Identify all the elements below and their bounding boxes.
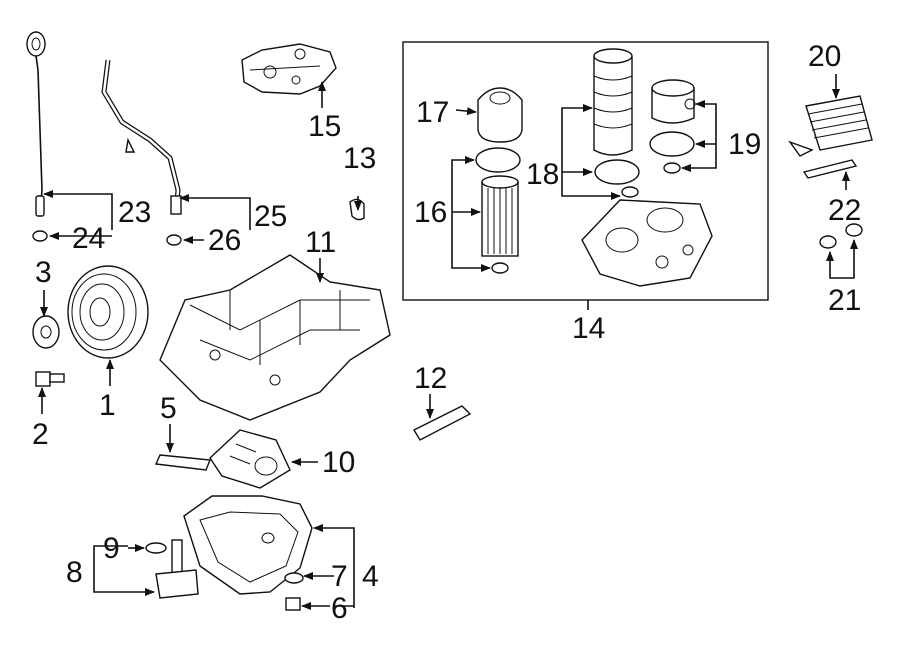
leader-lines	[38, 74, 858, 610]
callout-26: 26	[208, 224, 241, 257]
callout-13: 13	[343, 142, 376, 175]
o-ring-21b-part	[845, 223, 863, 237]
callout-4: 4	[362, 560, 379, 593]
callout-5: 5	[160, 392, 177, 425]
callout-10: 10	[322, 446, 355, 479]
dipstick-tube-part	[101, 59, 182, 215]
callout-19: 19	[728, 128, 761, 161]
bolt-2-part	[35, 371, 65, 387]
o-ring-26-part	[166, 234, 182, 246]
drain-plug-6-part	[285, 597, 301, 611]
o-ring-18b-part	[621, 186, 639, 198]
callout-6: 6	[331, 592, 348, 625]
filter-housing-group-box	[402, 41, 769, 301]
upper-oil-pan-part	[159, 254, 391, 421]
sealant-5-part	[154, 454, 211, 471]
callout-9: 9	[103, 532, 120, 565]
callout-15: 15	[308, 110, 341, 143]
o-ring-16b-part	[491, 262, 509, 274]
baffle-part	[209, 429, 291, 489]
oil-level-sensor-part	[155, 539, 199, 599]
cover-part	[241, 43, 337, 95]
dipstick-part	[26, 31, 46, 217]
callout-23: 23	[118, 196, 151, 229]
callout-21: 21	[828, 284, 861, 317]
washer-7-part	[284, 572, 304, 584]
callout-18: 18	[526, 158, 559, 191]
callout-1: 1	[99, 389, 116, 422]
valve-19-part	[651, 79, 696, 124]
filter-cap-part	[477, 87, 523, 143]
fitting-13-part	[349, 198, 365, 221]
pulley-part	[67, 265, 149, 359]
o-ring-9-part	[145, 542, 167, 554]
cylinder-18-part	[593, 48, 633, 156]
callout-labels: 1 2 3 4 5 6 7 8 9 10 11 12 13 14 15 16 1…	[32, 40, 861, 625]
callout-2: 2	[32, 418, 49, 451]
washer-3-part	[32, 315, 60, 349]
o-ring-24-part	[32, 230, 48, 242]
callout-24: 24	[72, 222, 105, 255]
callout-8: 8	[66, 556, 83, 589]
o-ring-19a-part	[649, 131, 695, 157]
lower-oil-pan-part	[183, 495, 313, 595]
o-ring-21a-part	[819, 235, 837, 249]
gasket-22-part	[802, 159, 858, 179]
filter-housing-body-part	[581, 199, 713, 287]
oil-cooler-part	[788, 95, 873, 157]
callout-7: 7	[331, 560, 348, 593]
callout-12: 12	[414, 362, 447, 395]
filter-element-part	[481, 175, 519, 257]
sealant-12-part	[413, 405, 472, 441]
callout-25: 25	[254, 200, 287, 233]
o-ring-18a-part	[594, 159, 640, 185]
callout-14: 14	[572, 312, 605, 345]
callout-20: 20	[808, 40, 841, 73]
callout-22: 22	[828, 194, 861, 227]
callout-17: 17	[416, 96, 449, 129]
o-ring-19b-part	[663, 162, 681, 174]
callout-16: 16	[414, 196, 447, 229]
o-ring-16a-part	[475, 147, 521, 173]
callout-3: 3	[35, 256, 52, 289]
callout-11: 11	[305, 226, 336, 259]
